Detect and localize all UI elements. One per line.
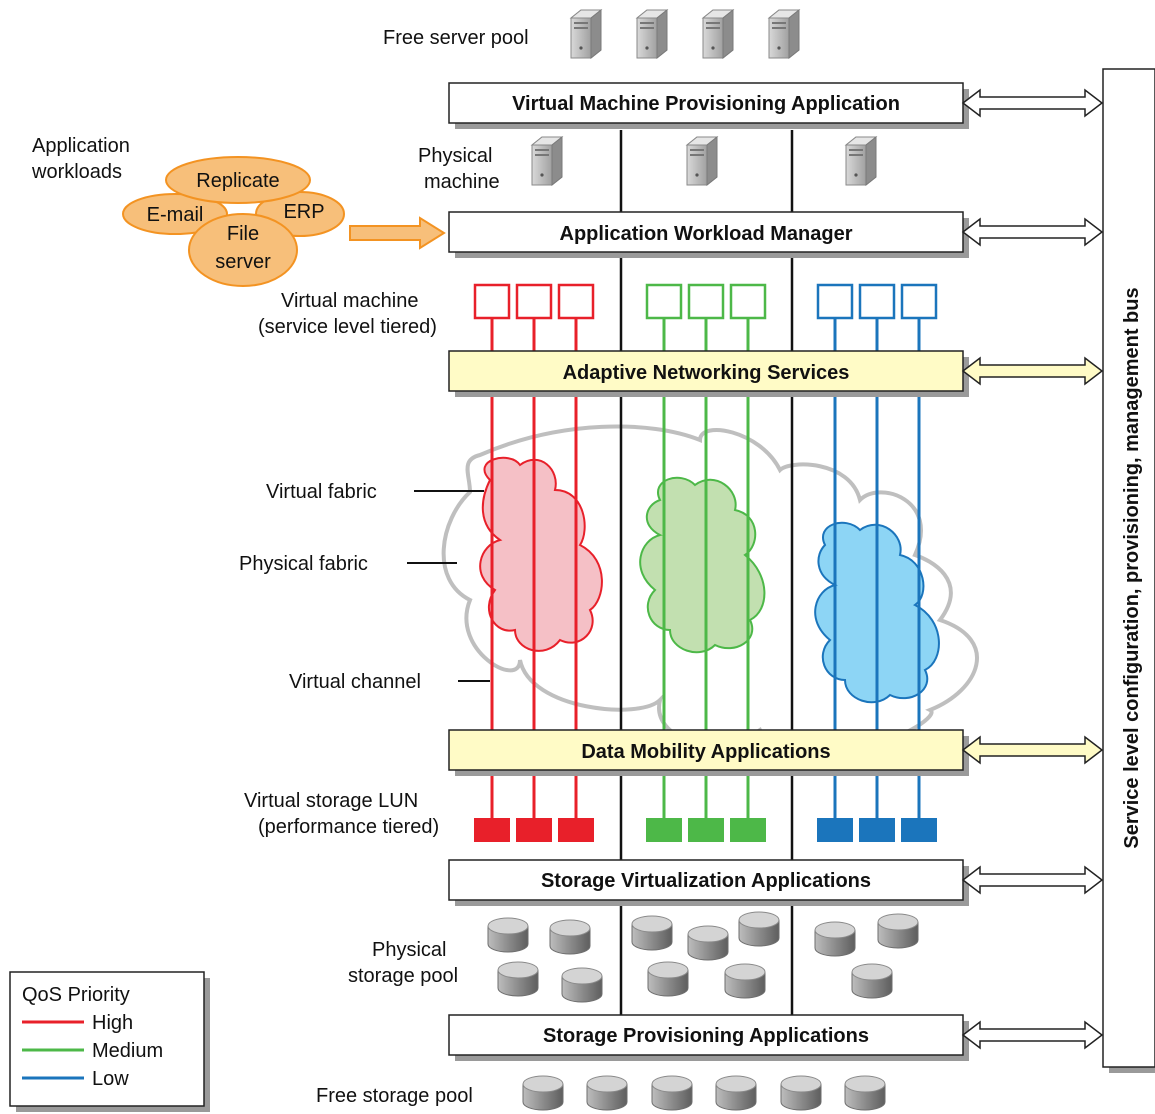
- lun-high-2: [516, 818, 552, 842]
- application-workloads-label-1: Application: [32, 135, 130, 157]
- vm-low-3: [900, 283, 938, 320]
- free-storage-pool-label: Free storage pool: [316, 1085, 473, 1107]
- lun-medium-3: [730, 818, 766, 842]
- lun-low-2: [859, 818, 895, 842]
- svg-text:ERP: ERP: [283, 201, 324, 223]
- adaptive-networking-box: [448, 350, 964, 392]
- double-arrow-icon: [961, 356, 1104, 386]
- vm-medium-1: [645, 283, 683, 320]
- svg-text:File: File: [227, 223, 259, 245]
- virtual-storage-lun-label-2: (performance tiered): [258, 816, 439, 838]
- svg-text:E-mail: E-mail: [147, 204, 204, 226]
- storage-provisioning-label: Storage Provisioning Applications: [543, 1025, 869, 1047]
- virtual-fabric-label: Virtual fabric: [266, 481, 377, 503]
- lun-low-1: [817, 818, 853, 842]
- double-arrow-icon: [961, 1020, 1104, 1050]
- vm-medium-2: [687, 283, 725, 320]
- workload-replicate: [165, 156, 311, 204]
- free-server-pool: [570, 9, 800, 59]
- physical-machine-label-2: machine: [424, 171, 500, 193]
- vm-provisioning-box: [448, 82, 964, 124]
- virtual-fabric-high: [479, 456, 603, 652]
- physical-storage-pool-label-1: Physical: [372, 939, 446, 961]
- bus-arrows: [961, 88, 1104, 1050]
- lun-high-3: [558, 818, 594, 842]
- legend-label-medium: Medium: [92, 1040, 163, 1062]
- double-arrow-icon: [961, 735, 1104, 765]
- vm-high-3: [557, 283, 595, 320]
- arrow-right-icon: [349, 216, 446, 250]
- layer-boxes: Virtual Machine Provisioning Application…: [448, 82, 969, 1061]
- vm-provisioning-label: Virtual Machine Provisioning Application: [512, 93, 900, 115]
- vm-high-1: [473, 283, 511, 320]
- virtual-machine-label-1: Virtual machine: [281, 290, 418, 312]
- physical-machines: [531, 136, 877, 186]
- double-arrow-icon: [961, 865, 1104, 895]
- legend: QoS Priority High Medium Low: [9, 971, 210, 1112]
- virtual-machine-label-2: (service level tiered): [258, 316, 437, 338]
- storage-provisioning-box: [448, 1014, 964, 1056]
- vm-low-1: [816, 283, 854, 320]
- workload-manager-label: Application Workload Manager: [560, 223, 853, 245]
- legend-title: QoS Priority: [22, 984, 130, 1006]
- adaptive-networking-label: Adaptive Networking Services: [563, 362, 850, 384]
- storage-virtualization-box: [448, 859, 964, 901]
- svg-text:server: server: [215, 251, 271, 273]
- lun-high-1: [474, 818, 510, 842]
- lun-medium-2: [688, 818, 724, 842]
- vm-low-2: [858, 283, 896, 320]
- free-storage-pool: [522, 1075, 886, 1111]
- virtual-storage-lun-label-1: Virtual storage LUN: [244, 790, 418, 812]
- physical-fabric-label: Physical fabric: [239, 553, 368, 575]
- free-server-pool-label: Free server pool: [383, 27, 529, 49]
- management-bus-label: Service level configuration, provisionin…: [1121, 287, 1143, 848]
- legend-box: [9, 971, 205, 1107]
- physical-storage-pool: [487, 911, 919, 1003]
- double-arrow-icon: [961, 217, 1104, 247]
- legend-label-low: Low: [92, 1068, 129, 1090]
- vm-high-2: [515, 283, 553, 320]
- application-workloads-label-2: workloads: [31, 161, 122, 183]
- physical-machine-label-1: Physical: [418, 145, 492, 167]
- workload-email: [122, 193, 228, 235]
- physical-storage-pool-label-2: storage pool: [348, 965, 458, 987]
- double-arrow-icon: [961, 88, 1104, 118]
- svg-text:Replicate: Replicate: [196, 170, 279, 192]
- legend-label-high: High: [92, 1012, 133, 1034]
- management-bus-box: [1102, 68, 1155, 1068]
- virtual-fabric-medium: [639, 476, 766, 654]
- virtual-storage-luns: [474, 818, 937, 842]
- virtual-channel-label: Virtual channel: [289, 671, 421, 693]
- workload-file-server: [188, 213, 298, 287]
- data-mobility-label: Data Mobility Applications: [581, 741, 830, 763]
- data-mobility-box: [448, 729, 964, 771]
- lun-low-3: [901, 818, 937, 842]
- storage-virtualization-label: Storage Virtualization Applications: [541, 870, 871, 892]
- workload-cluster: Replicate E-mail ERP File server: [122, 156, 345, 287]
- vm-medium-3: [729, 283, 767, 320]
- lun-medium-1: [646, 818, 682, 842]
- virtual-machines: [473, 283, 938, 320]
